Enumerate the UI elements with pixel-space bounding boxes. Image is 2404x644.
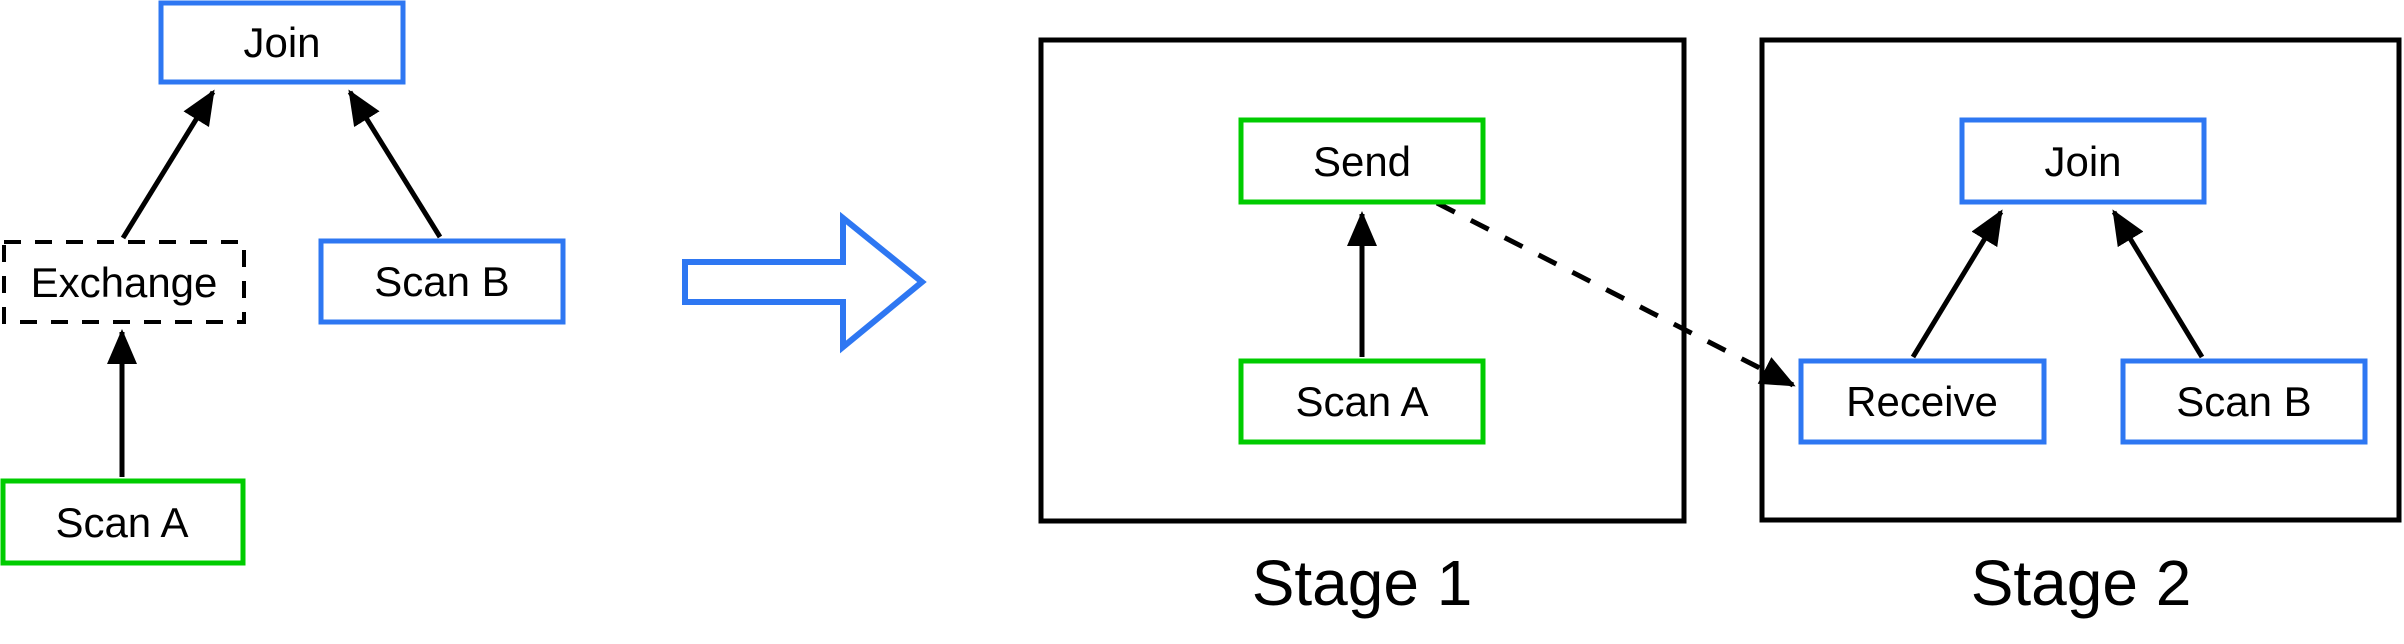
stage1-container-box <box>1038 37 1687 524</box>
stage2-group: Join Receive Scan B Stage 2 <box>1759 37 2402 619</box>
stage2-join-node-box <box>1959 117 2207 205</box>
exchange-node-label: Exchange <box>31 259 218 306</box>
send-node-label: Send <box>1313 138 1411 185</box>
edge-scanb-to-join2 <box>2111 209 2205 359</box>
stage2-scan-b-node-box <box>2120 358 2368 445</box>
receive-node-box <box>1798 358 2047 445</box>
receive-node-label: Receive <box>1846 378 1998 425</box>
edge-exchange-to-join <box>120 89 216 240</box>
stage1-title: Stage 1 <box>1252 547 1473 619</box>
scan-b-node-box <box>318 238 566 325</box>
edge-scanb-to-join <box>347 89 443 239</box>
edge-receive-to-join <box>1910 209 2004 359</box>
stage2-join-node-label: Join <box>2044 138 2121 185</box>
stage2-title: Stage 2 <box>1971 547 2192 619</box>
join-node-box <box>158 0 406 85</box>
send-node-box <box>1238 117 1486 205</box>
original-plan-tree: Join Exchange Scan B Scan A <box>0 0 566 566</box>
join-node-label: Join <box>243 19 320 66</box>
right-arrow-icon <box>682 211 927 354</box>
scan-a-node-box <box>0 478 246 566</box>
scan-a-node-label: Scan A <box>55 499 188 546</box>
exchange-node-box <box>2 240 246 324</box>
stage2-container-box <box>1759 37 2402 523</box>
stage1-group: Send Scan A Stage 1 <box>1038 37 1687 619</box>
scan-b-node-label: Scan B <box>374 258 509 305</box>
stage1-scan-a-node-label: Scan A <box>1295 378 1428 425</box>
stage2-scan-b-node-label: Scan B <box>2176 378 2311 425</box>
edge-send-to-receive-dashed <box>1435 200 1796 388</box>
stage1-scan-a-node-box <box>1238 358 1486 445</box>
